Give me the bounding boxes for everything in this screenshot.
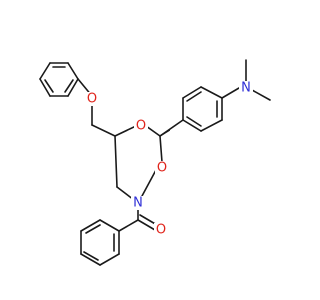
svg-text:O: O	[156, 223, 166, 238]
bond-carbonyl-c-to-o	[137, 219, 156, 231]
svg-text:N: N	[241, 81, 251, 96]
atom-n-dimethyl: N	[239, 81, 253, 96]
atom-o-ring-1: O	[134, 119, 148, 134]
benzoyl-ring	[80, 219, 120, 266]
atom-o-ether: O	[85, 92, 99, 107]
bond-n-methyl-2	[251, 89, 271, 101]
atom-o-carbonyl: O	[154, 223, 168, 238]
phenoxy-ring	[39, 62, 79, 97]
svg-text:O: O	[87, 92, 97, 107]
atom-o-ring-2: O	[155, 161, 169, 176]
svg-text:O: O	[136, 119, 146, 134]
para-phenyl-ring	[170, 80, 240, 150]
structure-diagram: O O O N O N	[39, 59, 271, 266]
bond-ch2-to-ring-c	[91, 124, 116, 137]
bond-ring-c-to-aryl	[159, 119, 184, 137]
atom-n-ring: N	[131, 196, 145, 211]
svg-text:N: N	[133, 196, 143, 211]
bond-carbonyl-c-to-ring	[118, 219, 139, 232]
svg-text:O: O	[157, 161, 167, 176]
dioxazinane-ring	[114, 125, 163, 201]
bond-aryl-to-n	[221, 87, 240, 99]
